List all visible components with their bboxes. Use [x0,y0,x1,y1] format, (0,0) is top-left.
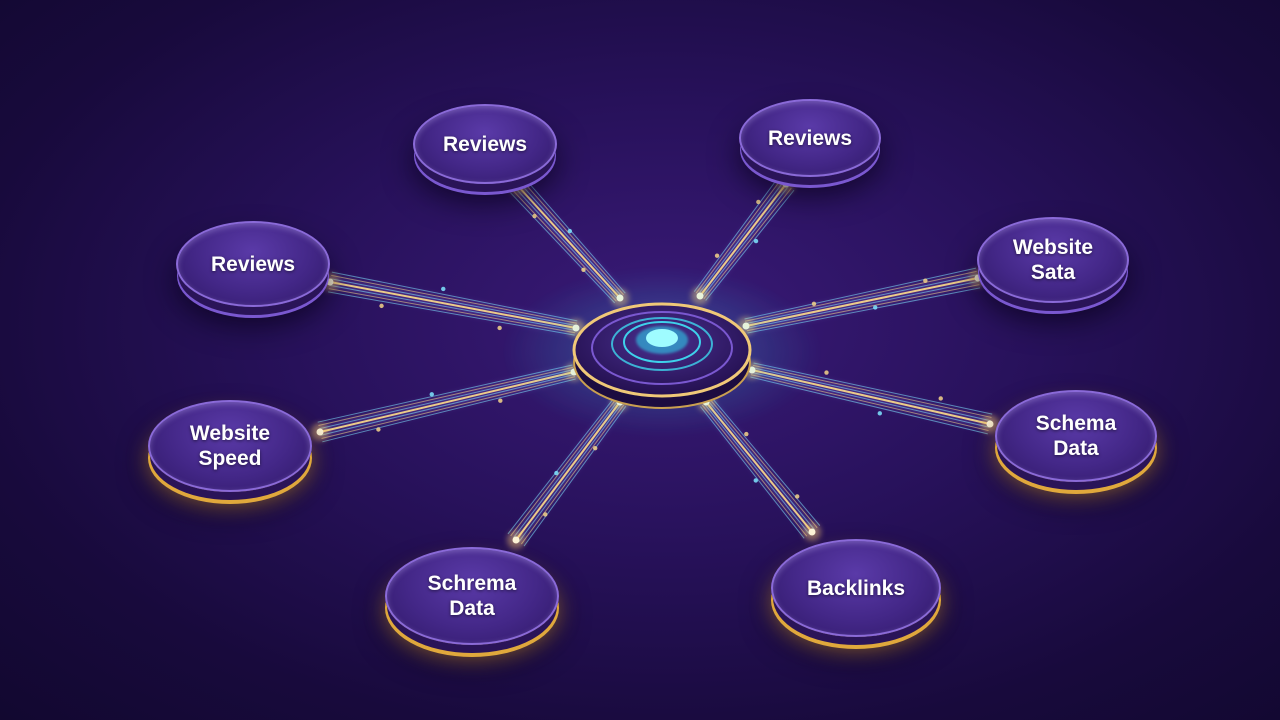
particle [938,396,943,401]
particle [581,267,586,272]
beam-endpoint [316,428,324,436]
node-label: Backlinks [806,576,906,600]
node-reviews-left[interactable]: Reviews [176,221,330,307]
node-reviews-top-right[interactable]: Reviews [739,99,881,177]
particle [753,238,759,244]
particle [753,478,758,483]
beam-endpoint [514,182,522,190]
particle [714,253,720,258]
beam-endpoint [512,536,520,544]
node-schema-data[interactable]: Schema Data [995,390,1157,482]
particle [498,398,503,403]
beam-endpoint [326,278,334,286]
particle [873,305,878,310]
particle [497,325,502,331]
particle [923,278,928,283]
beam-endpoint [782,180,790,188]
particle [379,303,384,309]
beam-endpoint [986,420,994,428]
node-reviews-top-left[interactable]: Reviews [413,104,557,184]
node-website-speed[interactable]: Website Speed [148,400,312,492]
node-backlinks[interactable]: Backlinks [771,539,941,637]
node-label: Website Speed [189,422,271,470]
particle [441,286,446,292]
node-label: Schrema Data [427,572,517,620]
beam-endpoint [974,274,982,282]
particle [567,228,573,234]
particle [554,470,559,476]
particle [592,446,598,451]
node-label: Reviews [767,126,853,150]
node-label: Reviews [210,252,296,276]
particle [532,213,537,219]
particle [543,512,548,517]
node-schrema-data[interactable]: Schrema Data [385,547,559,645]
node-website-sata[interactable]: Website Sata [977,217,1129,303]
node-label: Website Sata [1012,236,1094,284]
particle [744,431,749,437]
particle [811,301,817,306]
central-hub [502,267,822,437]
beam-endpoint [808,528,816,536]
node-label: Schema Data [1035,412,1117,460]
particle [756,199,761,205]
target-rings-icon [611,317,713,371]
particle [429,392,434,397]
particle [795,494,800,499]
particle [824,370,829,375]
particle [376,427,381,432]
particle [877,411,883,416]
node-label: Reviews [442,132,528,156]
